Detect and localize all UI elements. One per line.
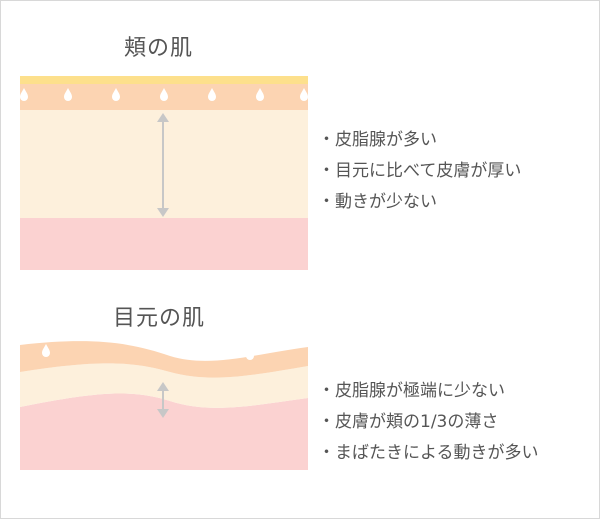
- cheek-subcutaneous-layer: [20, 218, 308, 270]
- sebum-droplet: [20, 88, 28, 101]
- eye-epidermis-layer: [20, 341, 308, 378]
- sebum-droplet: [256, 88, 264, 101]
- cheek-thickness-arrow: [157, 113, 169, 217]
- cheek-sebum-layer: [20, 76, 308, 84]
- sebum-droplet: [300, 88, 308, 101]
- eye-feature-item: ・皮脂腺が極端に少ない: [318, 381, 505, 401]
- eye-subcutaneous-layer: [20, 393, 308, 470]
- eye-feature-item: ・まばたきによる動きが多い: [318, 443, 539, 463]
- sebum-droplet: [112, 88, 120, 101]
- sebum-droplet: [208, 88, 216, 101]
- eye-thickness-arrow: [157, 382, 169, 418]
- sebum-droplet: [64, 88, 72, 101]
- eye-feature-list: ・皮脂腺が極端に少ない ・皮膚が頬の1/3の薄さ ・まばたきによる動きが多い: [318, 376, 539, 469]
- eye-skin-title: 目元の肌: [113, 306, 206, 331]
- cheek-feature-list: ・皮脂腺が多い ・目元に比べて皮膚が厚い ・動きが少ない: [318, 125, 521, 218]
- sebum-droplet: [246, 347, 254, 360]
- cheek-feature-item: ・目元に比べて皮膚が厚い: [318, 161, 522, 181]
- cheek-feature-item: ・動きが少ない: [318, 192, 437, 212]
- sebum-droplet: [42, 344, 50, 357]
- cheek-feature-item: ・皮脂腺が多い: [318, 130, 437, 150]
- sebum-droplet: [160, 88, 168, 101]
- cheek-skin-title: 頬の肌: [124, 36, 194, 61]
- eye-feature-item: ・皮膚が頬の1/3の薄さ: [318, 412, 499, 432]
